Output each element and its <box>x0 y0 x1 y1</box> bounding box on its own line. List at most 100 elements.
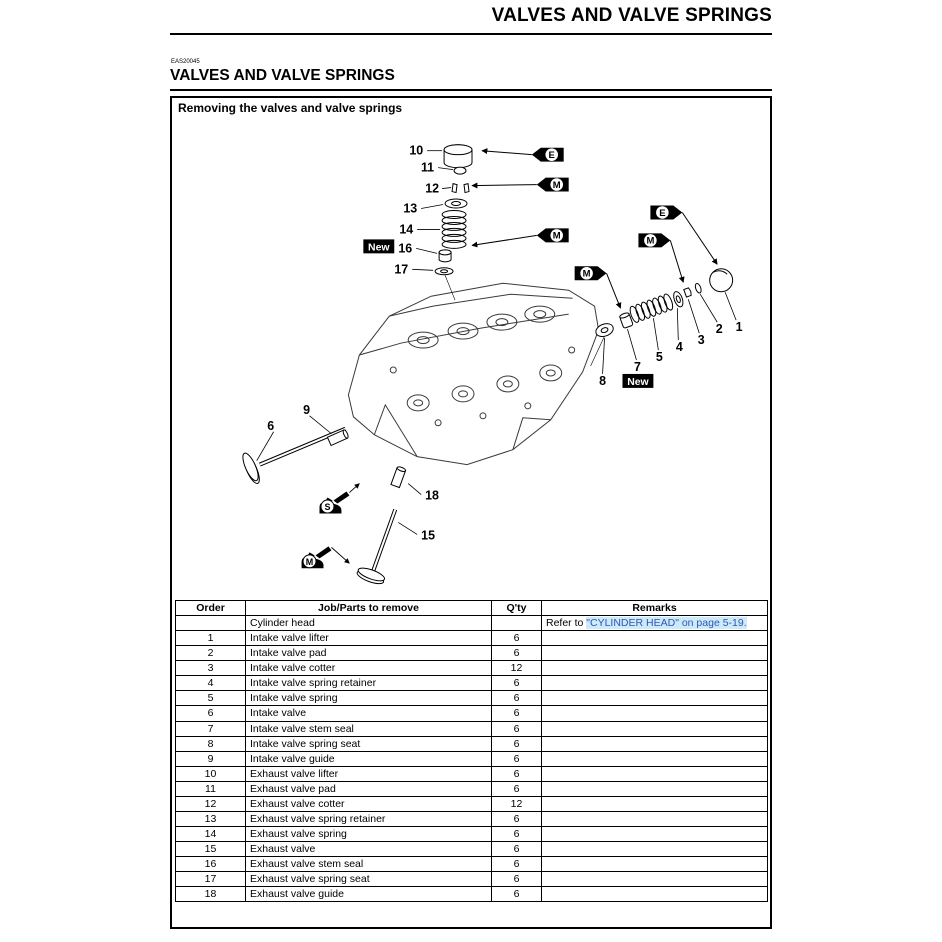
table-header-row: Order Job/Parts to remove Q'ty Remarks <box>175 599 768 617</box>
job-cell: Exhaust valve pad <box>245 780 492 797</box>
callout-3: 3 <box>698 333 705 347</box>
order-cell: 12 <box>175 795 246 812</box>
remarks-cell <box>541 735 768 752</box>
order-cell: 9 <box>175 750 246 767</box>
callout-12: 12 <box>425 182 439 196</box>
column-header-qty: Q'ty <box>491 599 542 617</box>
qty-cell: 12 <box>491 660 542 677</box>
section-rule <box>170 89 772 91</box>
order-cell <box>175 615 246 632</box>
intake-valve-lifter-part <box>709 268 734 293</box>
exhaust-valve-spring-part <box>441 209 467 249</box>
callout-4: 4 <box>676 340 683 354</box>
job-cell: Exhaust valve cotter <box>245 795 492 812</box>
table-row: 10 Exhaust valve lifter 6 <box>175 765 768 782</box>
remarks-prefix: Refer to <box>546 617 587 630</box>
remarks-cell <box>541 780 768 797</box>
qty-cell: 6 <box>491 840 542 858</box>
callout-16: 16 <box>398 241 412 255</box>
intake-valve-spring-retainer-part <box>673 291 684 308</box>
order-cell: 15 <box>175 840 246 858</box>
section-title: VALVES AND VALVE SPRINGS <box>170 67 395 84</box>
order-cell: 3 <box>175 660 246 677</box>
badge-letter: M <box>583 269 591 280</box>
exhaust-valve-spring-seat-part <box>434 267 454 276</box>
qty-cell: 6 <box>491 886 542 903</box>
job-cell: Intake valve <box>245 705 492 722</box>
exhaust-valve-guide-part <box>390 466 407 489</box>
remarks-cell <box>541 645 768 662</box>
qty-cell: 6 <box>491 810 542 827</box>
table-row: 1 Intake valve lifter 6 <box>175 630 768 647</box>
table-row: 8 Intake valve spring seat 6 <box>175 735 768 752</box>
remarks-cell <box>541 675 768 692</box>
remarks-cell: Refer to "CYLINDER HEAD" on page 5-19. <box>541 615 768 632</box>
new-badge: New <box>622 373 654 388</box>
remarks-cell <box>541 750 768 767</box>
remarks-cell <box>541 840 768 858</box>
job-cell: Intake valve spring seat <box>245 735 492 752</box>
order-cell: 13 <box>175 810 246 827</box>
job-cell: Intake valve cotter <box>245 660 492 677</box>
qty-cell: 6 <box>491 780 542 797</box>
table-row: 4 Intake valve spring retainer 6 <box>175 675 768 692</box>
job-cell: Exhaust valve spring seat <box>245 871 492 888</box>
lube-badge-m: M <box>536 177 569 192</box>
job-cell: Cylinder head <box>245 615 492 632</box>
callout-leaders <box>256 150 737 535</box>
intake-valve-spring-part <box>629 293 674 323</box>
badge-letter: M <box>306 557 313 567</box>
remarks-cell <box>541 630 768 647</box>
job-cell: Intake valve guide <box>245 750 492 767</box>
badge-letter: S <box>324 502 330 512</box>
order-cell: 16 <box>175 856 246 873</box>
qty-cell: 6 <box>491 720 542 737</box>
order-cell: 7 <box>175 720 246 737</box>
lube-badge-e: E <box>531 147 564 162</box>
intake-valve-part <box>242 426 347 484</box>
job-cell: Intake valve pad <box>245 645 492 662</box>
remarks-cell <box>541 810 768 827</box>
exhaust-valve-lifter-part <box>443 144 473 169</box>
figure-box: Removing the valves and valve springs <box>170 96 772 929</box>
callout-17: 17 <box>394 262 408 276</box>
eas-code: EAS20045 <box>171 59 200 65</box>
order-cell: 8 <box>175 735 246 752</box>
qty-cell: 6 <box>491 630 542 647</box>
qty-cell: 6 <box>491 871 542 888</box>
qty-cell: 6 <box>491 675 542 692</box>
lube-badges: E M M E <box>531 147 683 281</box>
order-cell: 11 <box>175 780 246 797</box>
exhaust-valve-pad-part <box>453 166 467 175</box>
running-header: VALVES AND VALVE SPRINGS <box>491 5 772 26</box>
remarks-cell <box>541 690 768 707</box>
order-cell: 6 <box>175 705 246 722</box>
job-cell: Exhaust valve lifter <box>245 765 492 782</box>
qty-cell: 6 <box>491 856 542 873</box>
job-cell: Intake valve spring <box>245 690 492 707</box>
exhaust-parts-stack <box>434 144 473 276</box>
column-header-remarks: Remarks <box>541 599 768 617</box>
table-row: 7 Intake valve stem seal 6 <box>175 720 768 737</box>
parts-table: Order Job/Parts to remove Q'ty Remarks C… <box>175 599 768 903</box>
callout-9: 9 <box>303 403 310 417</box>
column-header-job: Job/Parts to remove <box>245 599 492 617</box>
intake-parts-stack <box>595 268 734 337</box>
table-row: 11 Exhaust valve pad 6 <box>175 780 768 797</box>
callout-14: 14 <box>399 222 413 236</box>
remarks-cell <box>541 720 768 737</box>
lube-badge-m: M <box>574 266 607 281</box>
callout-7: 7 <box>634 360 641 374</box>
qty-cell: 6 <box>491 735 542 752</box>
badge-letter: E <box>659 208 665 219</box>
cylinder-head-link[interactable]: "CYLINDER HEAD" on page 5-19. <box>586 617 747 630</box>
oil-can-m-icon: M <box>301 546 350 569</box>
callout-18: 18 <box>425 489 439 503</box>
table-row: 14 Exhaust valve spring 6 <box>175 825 768 843</box>
callout-8: 8 <box>599 374 606 388</box>
order-cell: 18 <box>175 886 246 903</box>
intake-valve-pad-part <box>694 282 702 294</box>
order-cell: 4 <box>175 675 246 692</box>
column-header-order: Order <box>175 599 246 617</box>
qty-cell: 6 <box>491 765 542 782</box>
